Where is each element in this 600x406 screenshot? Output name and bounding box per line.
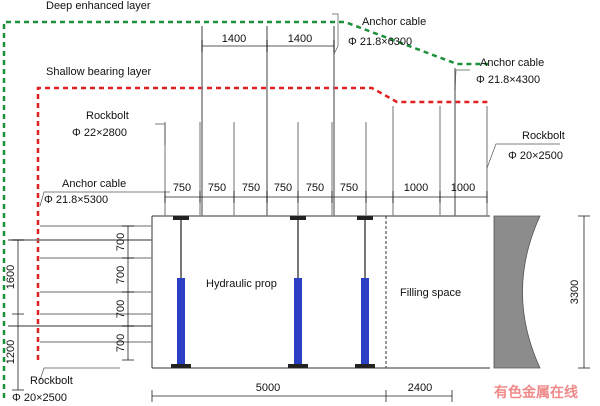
shallow-bearing-layer-line	[36, 86, 488, 360]
left-wall-bolts	[40, 225, 152, 343]
roof-spacing-label: 750	[208, 182, 226, 194]
roof-spacing-label: 1000	[451, 182, 475, 194]
rockbolt-right-title: Rockbolt	[522, 130, 565, 142]
rockbolt-bottom-spec: Φ 20×2500	[12, 392, 67, 404]
roof-spacing-label: 1000	[404, 182, 428, 194]
left-outer-spacing-label: 1600	[5, 265, 17, 289]
left-inner-spacing-label: 700	[115, 300, 127, 318]
hydraulic-prop	[288, 216, 308, 368]
roof-spacing-label: 750	[242, 182, 260, 194]
bottom-dimension	[151, 390, 453, 402]
right-height-label: 3300	[569, 280, 581, 304]
roof-spacing-label: 750	[306, 182, 324, 194]
left-wall-anchor-cables	[8, 239, 152, 327]
left-inner-spacing-label: 700	[115, 266, 127, 284]
roof-spacing-label: 750	[173, 182, 191, 194]
filling-block	[493, 215, 541, 369]
top-spacing-label: 1400	[288, 33, 312, 45]
hydraulic-props	[171, 216, 375, 368]
left-outer-dimension	[12, 239, 24, 391]
rockbolt-bottom-title: Rockbolt	[30, 375, 73, 387]
anchor-cable-right-title: Anchor cable	[480, 57, 544, 69]
right-height-dimension	[578, 215, 590, 369]
callout-leaders	[39, 13, 560, 381]
anchor-cable-top-title: Anchor cable	[362, 16, 426, 28]
deep-enhanced-layer-line	[2, 20, 488, 398]
bottom-width-label: 2400	[408, 382, 432, 394]
hydraulic-prop	[171, 216, 191, 368]
left-inner-spacing-label: 700	[115, 233, 127, 251]
rockbolt-right-spec: Φ 20×2500	[508, 150, 563, 162]
deep-enhanced-layer-label: Deep enhanced layer	[46, 0, 151, 12]
bottom-width-label: 5000	[256, 382, 280, 394]
rockbolt-top-title: Rockbolt	[86, 110, 129, 122]
hydraulic-prop	[355, 216, 375, 368]
roof-rockbolts	[164, 106, 488, 216]
roof-spacing-label: 750	[340, 182, 358, 194]
left-outer-spacing-label: 1200	[5, 340, 17, 364]
anchor-cable-top-spec: Φ 21.8×6300	[348, 36, 412, 48]
roof-dimension	[164, 191, 488, 203]
top-spacing-label: 1400	[222, 33, 246, 45]
top-dimension	[201, 40, 335, 52]
filling-space-label: Filling space	[400, 287, 461, 299]
hydraulic-prop-label: Hydraulic prop	[206, 278, 277, 290]
roof-spacing-label: 750	[274, 182, 292, 194]
roof-anchor-cables	[201, 26, 456, 216]
left-inner-dimension	[122, 225, 134, 361]
shallow-bearing-layer-label: Shallow bearing layer	[46, 66, 152, 78]
anchor-cable-left-spec: Φ 21.8×5300	[44, 194, 108, 206]
watermark: 有色金属在线	[494, 384, 578, 400]
left-inner-spacing-label: 700	[115, 334, 127, 352]
anchor-cable-right-spec: Φ 21.8×4300	[476, 74, 540, 86]
anchor-cable-left-title: Anchor cable	[62, 178, 126, 190]
rockbolt-top-spec: Φ 22×2800	[72, 127, 127, 139]
